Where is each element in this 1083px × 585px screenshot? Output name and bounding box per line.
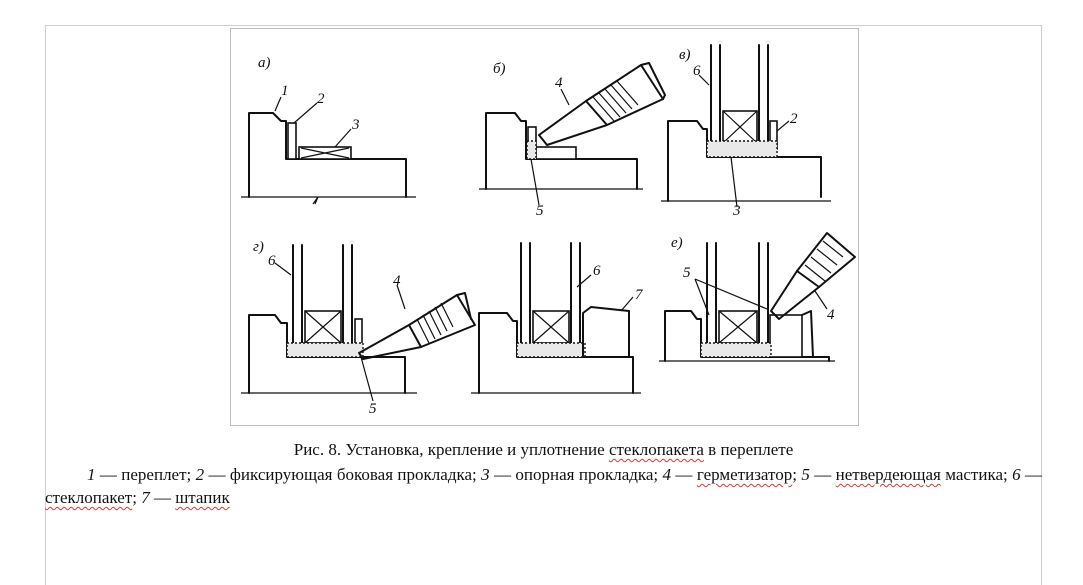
panel-b-callout-4: 4 bbox=[555, 75, 563, 91]
panel-g-callout-4: 4 bbox=[393, 273, 401, 289]
panel-b-mastic bbox=[526, 140, 537, 160]
figure-drawing: а) 1 2 3 б) bbox=[241, 44, 856, 417]
panel-e-callout-4: 4 bbox=[827, 307, 835, 323]
panel-g-callout-6: 6 bbox=[268, 253, 276, 269]
panel-g: г) 6 4 5 bbox=[241, 239, 476, 417]
panel-v-callout-6: 6 bbox=[693, 63, 701, 79]
figure-frame: а) 1 2 3 б) bbox=[230, 28, 859, 426]
legend-tail-5: мастика; bbox=[940, 465, 1013, 484]
panel-a: а) 1 2 3 bbox=[241, 55, 416, 205]
panel-v-mastic bbox=[706, 140, 778, 158]
panel-e-glass-unit bbox=[706, 242, 769, 356]
panel-d-glazing-bead bbox=[582, 306, 630, 358]
legend-text-3: — опорная прокладка; bbox=[489, 465, 663, 484]
panel-e-mastic bbox=[700, 342, 772, 358]
panel-a-callout-3: 3 bbox=[351, 117, 360, 133]
panel-b: б) 4 5 bbox=[479, 61, 666, 219]
panel-b-callout-5: 5 bbox=[536, 203, 544, 219]
panel-a-frame bbox=[248, 112, 407, 198]
panel-b-letter: б) bbox=[493, 61, 506, 77]
panel-e-sealant-gun bbox=[770, 232, 856, 320]
panel-g-frame bbox=[248, 314, 406, 394]
legend-num-4: 4 bbox=[662, 465, 672, 484]
legend-num-2: 2 bbox=[195, 465, 205, 484]
panel-v-frame bbox=[667, 120, 822, 202]
legend-num-3: 3 bbox=[481, 465, 490, 484]
panel-d: 6 7 bbox=[471, 242, 644, 394]
panel-g-sealant-gun bbox=[358, 292, 476, 360]
panel-g-glass-unit bbox=[292, 244, 353, 356]
legend-text-1: — переплет; bbox=[95, 465, 196, 484]
panel-v-callout-2: 2 bbox=[790, 111, 798, 127]
legend-text-2: — фиксирующая боковая прокладка; bbox=[204, 465, 482, 484]
panel-v-callout-3: 3 bbox=[732, 203, 741, 219]
legend-text-6: — bbox=[1020, 465, 1043, 484]
legend-tail-6: ; bbox=[132, 488, 142, 507]
panel-v-letter: в) bbox=[679, 47, 691, 63]
caption-suffix: в переплете bbox=[703, 440, 794, 459]
panel-a-letter: а) bbox=[258, 55, 271, 71]
panel-g-callout-5: 5 bbox=[369, 401, 377, 417]
panel-b-sealant-gun bbox=[538, 62, 666, 146]
panel-d-callout-7: 7 bbox=[635, 287, 644, 303]
panel-v-glass-unit bbox=[710, 44, 769, 156]
panel-d-glass-unit bbox=[520, 242, 581, 356]
legend-num-6: 6 bbox=[1012, 465, 1021, 484]
legend-text-4: — bbox=[671, 465, 697, 484]
legend-num-7: 7 bbox=[141, 488, 150, 507]
panel-e-letter: е) bbox=[671, 235, 683, 251]
legend-tail-4: ; bbox=[792, 465, 802, 484]
legend-word-4: герметизатор bbox=[696, 465, 793, 484]
legend-text-5: — bbox=[809, 465, 836, 484]
figure-legend: 1 — переплет; 2 — фиксирующая боковая пр… bbox=[45, 463, 1042, 509]
legend-word-6: стеклопакет bbox=[45, 488, 133, 507]
panel-g-letter: г) bbox=[253, 239, 264, 255]
panel-d-callout-6: 6 bbox=[593, 263, 601, 279]
panel-a-callout-2: 2 bbox=[317, 91, 325, 107]
panel-e: е) 5 4 bbox=[659, 232, 856, 362]
figure-caption: Рис. 8. Установка, крепление и уплотнени… bbox=[45, 439, 1042, 461]
legend-word-7: штапик bbox=[175, 488, 230, 507]
panel-e-callout-5: 5 bbox=[683, 265, 691, 281]
panel-g-mastic bbox=[286, 342, 364, 358]
legend-num-1: 1 bbox=[87, 465, 96, 484]
page-border bbox=[45, 25, 1042, 585]
legend-num-5: 5 bbox=[801, 465, 810, 484]
panel-v: в) 6 2 3 bbox=[661, 44, 831, 219]
panel-a-callout-1: 1 bbox=[281, 83, 289, 99]
caption-prefix: Рис. 8. Установка, крепление и уплотнени… bbox=[293, 440, 609, 459]
panel-b-frame bbox=[485, 112, 638, 190]
caption-underlined-word: стеклопакета bbox=[608, 440, 704, 459]
legend-word-5: нетвердеющая bbox=[835, 465, 941, 484]
legend-text-7: — bbox=[149, 488, 176, 507]
panel-a-side-spacer bbox=[287, 122, 297, 160]
panel-d-mastic bbox=[516, 342, 586, 358]
